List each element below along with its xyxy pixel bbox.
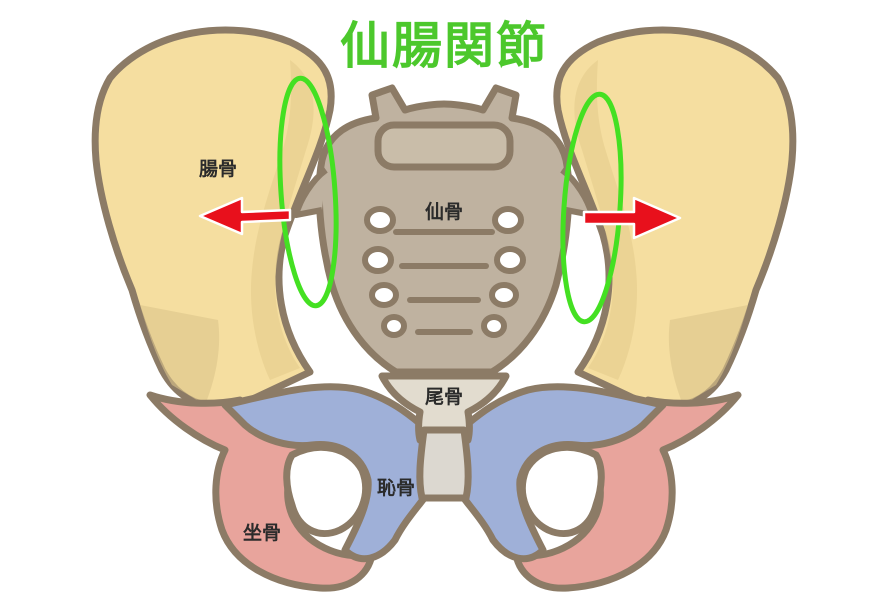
arrow-left-shape [198, 196, 292, 236]
sacral-ala-left [293, 167, 328, 218]
label-ilium: 腸骨 [199, 158, 237, 180]
arrow-right-shape [582, 196, 682, 240]
ilium-right-lower-tan [668, 305, 748, 405]
sacral-foramen [481, 314, 507, 338]
sacroiliac-joint-left-highlight [277, 75, 339, 309]
label-coccyx: 尾骨 [425, 386, 463, 408]
label-ischium: 坐骨 [243, 522, 281, 544]
sacral-foramen [494, 246, 526, 274]
sacral-foramen [369, 282, 399, 308]
label-pubis: 恥骨 [377, 477, 415, 499]
arrow-left [198, 196, 292, 236]
sacroiliac-joint-right-highlight [560, 91, 624, 325]
obturator-foramen-right [518, 443, 605, 538]
sacral-foramen [362, 246, 394, 274]
page-title: 仙腸関節 [340, 17, 548, 75]
sacral-foramen [381, 314, 407, 338]
pubic-symphysis [416, 426, 472, 502]
sacrum [293, 84, 595, 376]
sacral-foramen [364, 206, 396, 234]
arrow-right [582, 196, 682, 240]
coccyx [378, 372, 510, 502]
obturator-foramen-left [283, 443, 370, 538]
label-sacrum: 仙骨 [425, 200, 463, 223]
sacral-foramen [489, 282, 519, 308]
sacral-foramen [492, 206, 524, 234]
ilium-left-lower-tan [140, 305, 220, 405]
sacral-base [374, 121, 514, 171]
